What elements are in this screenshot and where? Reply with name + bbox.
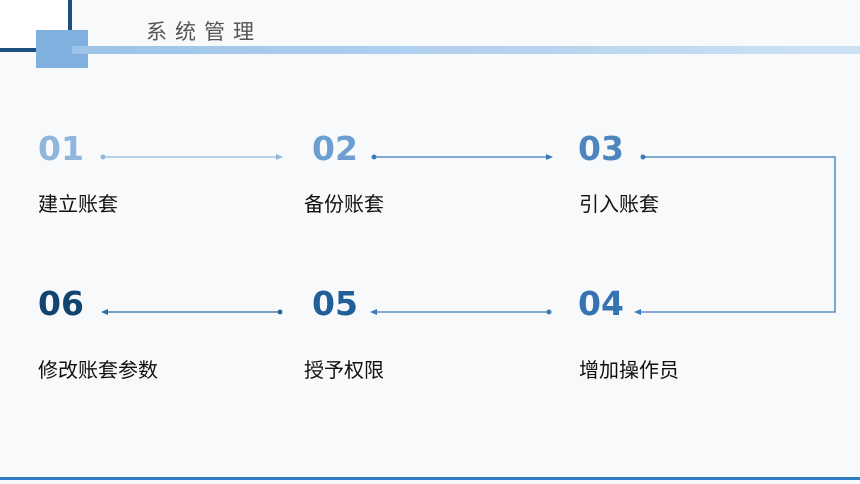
connector-04-05-arrowhead	[370, 309, 377, 315]
header-divider	[72, 46, 860, 54]
connector-05-06-start-dot	[277, 309, 283, 315]
step-number-01: 01	[38, 129, 84, 168]
connector-01-02-arrowhead	[276, 154, 283, 160]
connector-02-03-arrowhead	[546, 154, 553, 160]
step-number-02: 02	[312, 129, 358, 168]
step-label-05: 授予权限	[304, 358, 384, 382]
step-label-02: 备份账套	[304, 192, 384, 216]
step-number-04: 04	[578, 284, 624, 323]
step-label-03: 引入账套	[579, 192, 659, 216]
step-label-01: 建立账套	[38, 192, 118, 216]
connector-02-03-start-dot	[371, 154, 377, 160]
connector-01-02-start-dot	[100, 154, 106, 160]
footer-divider	[0, 477, 860, 480]
step-label-04: 增加操作员	[579, 358, 679, 382]
connector-03-04	[640, 156, 836, 313]
step-number-03: 03	[578, 129, 624, 168]
step-number-05: 05	[312, 284, 358, 323]
step-number-06: 06	[38, 284, 84, 323]
connector-03-04-start-dot	[640, 154, 646, 160]
connector-05-06-arrowhead	[101, 309, 108, 315]
page-title: 系统管理	[146, 20, 262, 44]
connector-04-05-start-dot	[546, 309, 552, 315]
connector-03-04-arrowhead	[634, 309, 641, 315]
step-label-06: 修改账套参数	[38, 358, 158, 382]
